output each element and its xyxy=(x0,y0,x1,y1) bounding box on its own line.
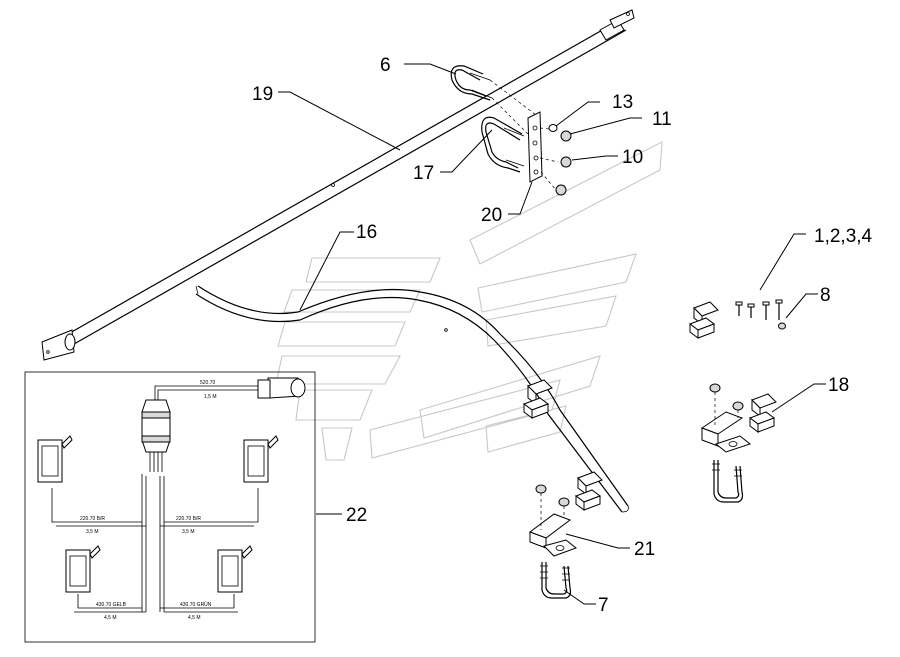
lamp-top-left xyxy=(37,435,73,483)
u-bolt-17 xyxy=(481,116,525,173)
harness-mid-right-length: 220.70 B/R xyxy=(176,516,201,522)
callout-10: 10 xyxy=(622,147,643,168)
harness-mid-right-meters: 3,5 M xyxy=(182,529,195,535)
plate-20 xyxy=(527,111,559,191)
clamp-assembly-18 xyxy=(700,383,777,503)
clamp-bolts-1-4 xyxy=(688,299,786,339)
u-bolt-7 xyxy=(540,562,572,599)
callout-22: 22 xyxy=(346,505,367,526)
harness-bot-right-meters: 4,5 M xyxy=(188,615,201,621)
lamp-top-right xyxy=(243,435,279,483)
harness-box-22: 520.70 1,5 M 220.70 B/R 3,5 M 220.70 B/R… xyxy=(24,371,316,643)
harness-bot-left-meters: 4,5 M xyxy=(104,615,117,621)
lamp-bottom-right xyxy=(217,545,253,593)
callout-11: 11 xyxy=(652,109,672,130)
harness-mid-left-meters: 3,5 M xyxy=(86,529,99,535)
nuts-11-13-10 xyxy=(548,124,572,196)
bracket-21 xyxy=(528,471,603,557)
harness-bot-left-length: 430.70 GELB xyxy=(96,602,127,608)
u-bolt-6 xyxy=(450,65,541,135)
callout-18: 18 xyxy=(828,375,849,396)
harness-top-length: 520.70 xyxy=(200,380,216,386)
clamp-block-upper xyxy=(522,379,553,419)
tube-16 xyxy=(195,285,629,513)
callout-13: 13 xyxy=(612,92,633,113)
harness-mid-left-length: 220.70 B/R xyxy=(80,516,105,522)
watermark-logo xyxy=(275,141,663,461)
tube-19 xyxy=(41,9,635,361)
lamp-bottom-left xyxy=(65,545,101,593)
callout-21: 21 xyxy=(634,539,655,560)
callout-7: 7 xyxy=(598,595,609,616)
callout-19: 19 xyxy=(252,84,273,105)
leader-lines xyxy=(278,63,826,605)
callouts: 6 19 13 11 10 17 20 16 1,2,3,4 8 18 22 2… xyxy=(252,55,873,616)
callout-16: 16 xyxy=(356,222,377,243)
callout-20: 20 xyxy=(481,205,502,226)
harness-top-meters: 1,5 M xyxy=(204,394,217,400)
callout-8: 8 xyxy=(820,285,831,306)
callout-6: 6 xyxy=(380,55,391,76)
harness-bot-right-length: 430.70 GRÜN xyxy=(180,601,212,608)
callout-17: 17 xyxy=(413,163,434,184)
callout-1-2-3-4: 1,2,3,4 xyxy=(814,226,873,247)
